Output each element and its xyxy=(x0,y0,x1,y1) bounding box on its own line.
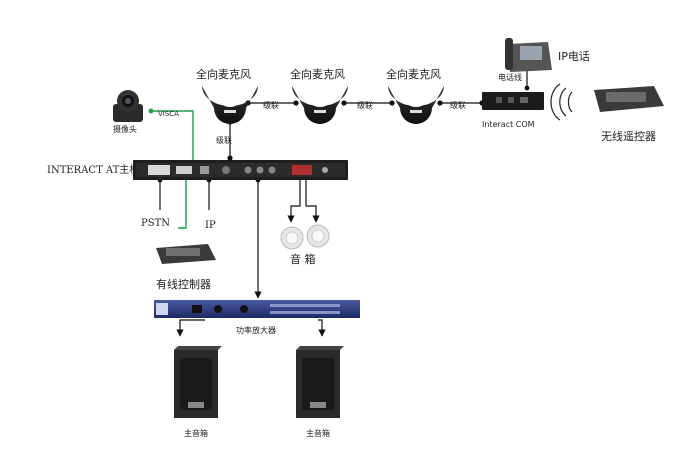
cascade-label-1: 级联 xyxy=(263,100,279,110)
omni-mic-1 xyxy=(202,86,258,124)
main-speaker-left xyxy=(174,346,222,418)
amplifier-label: 功率放大器 xyxy=(236,325,276,335)
camera xyxy=(113,90,143,122)
mic-label-2: 全向麦克风 xyxy=(290,67,345,81)
wireless-remote-label: 无线遥控器 xyxy=(601,129,656,143)
cascade-label-4: 级联 xyxy=(216,135,232,145)
mic-label-3: 全向麦克风 xyxy=(386,67,441,81)
phone-line-label: 电话线 xyxy=(498,72,522,82)
visca-label: VISCA xyxy=(158,110,179,118)
wired-controller xyxy=(156,244,216,264)
host-unit xyxy=(133,160,348,180)
wireless-signal-icon xyxy=(550,83,573,121)
speaker-label: 音 箱 xyxy=(290,252,316,266)
camera-label: 摄像头 xyxy=(113,124,137,134)
green-connection-lines xyxy=(150,110,194,229)
host-label: INTERACT AT主机 xyxy=(47,163,139,176)
main-speaker-label-right: 主音箱 xyxy=(306,428,330,438)
connection-lines xyxy=(159,66,528,337)
interact-com-label: Interact COM xyxy=(482,120,535,129)
cascade-label-2: 级联 xyxy=(357,100,373,110)
omni-mic-3 xyxy=(388,86,444,124)
ip-phone xyxy=(505,38,552,72)
main-speaker-right xyxy=(296,346,344,418)
wireless-remote xyxy=(594,86,664,112)
interact-com-unit xyxy=(482,92,544,110)
omni-mic-2 xyxy=(292,86,348,124)
power-amplifier xyxy=(154,300,360,318)
cascade-label-3: 级联 xyxy=(450,100,466,110)
main-speaker-label-left: 主音箱 xyxy=(184,428,208,438)
pstn-label: PSTN xyxy=(141,218,170,229)
ceiling-speaker-left xyxy=(280,226,304,250)
ceiling-speaker-right xyxy=(306,224,330,248)
mic-label-1: 全向麦克风 xyxy=(196,67,251,81)
ip-phone-label: IP电话 xyxy=(558,50,590,63)
wired-controller-label: 有线控制器 xyxy=(156,277,211,291)
ip-label: IP xyxy=(205,220,216,231)
